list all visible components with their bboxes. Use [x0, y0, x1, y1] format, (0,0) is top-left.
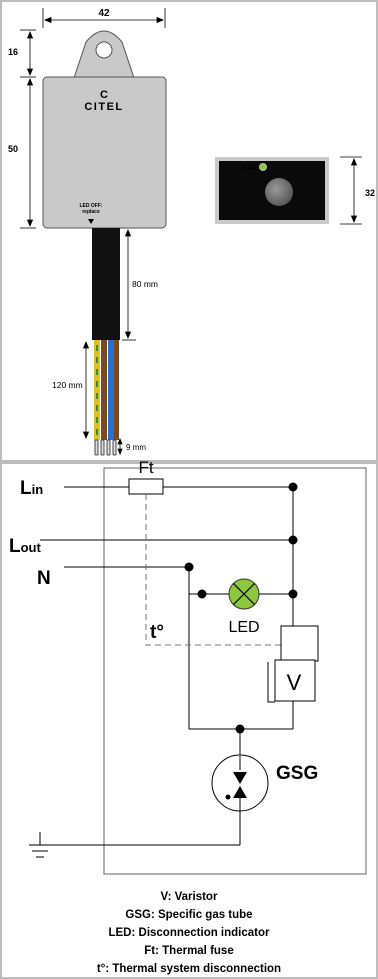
legend-item: V: Varistor — [160, 891, 218, 903]
tab-height-label: 16 — [8, 47, 18, 57]
body-height-label: 50 — [8, 144, 18, 154]
fuse-label: Ft — [138, 458, 153, 477]
label-l-in: Lin — [20, 478, 43, 499]
varistor — [267, 625, 319, 703]
cable-sheath — [92, 228, 120, 340]
led-note-line2: replace — [82, 209, 100, 215]
gas-tube — [211, 754, 269, 812]
label-l-out: Lout — [9, 536, 41, 557]
wire-length-dimension — [82, 340, 90, 440]
width-label: 42 — [98, 8, 110, 19]
side-height-label: 32 — [365, 188, 375, 198]
legend-item: LED: Disconnection indicator — [108, 927, 270, 939]
legend-item: t°: Thermal system disconnection — [96, 963, 282, 975]
side-view-led-label: LED — [244, 165, 257, 171]
strip-length-label: 9 mm — [126, 443, 146, 452]
tab-height-dimension — [20, 29, 36, 78]
width-dimension — [42, 8, 166, 28]
junction-dots — [184, 482, 298, 734]
varistor-label: V — [287, 670, 302, 695]
wires — [94, 340, 119, 440]
wire-length-label: 120 mm — [52, 380, 83, 390]
thermal-fuse — [128, 478, 164, 495]
side-height-dimension — [340, 156, 362, 225]
wire-strips — [94, 439, 117, 456]
cable-length-dimension — [122, 228, 136, 341]
led-note-arrow — [88, 219, 94, 224]
strip-length-dimension — [117, 437, 123, 456]
body-height-dimension — [20, 77, 36, 229]
led-lamp — [228, 578, 260, 610]
led-label: LED — [228, 619, 259, 636]
legend-item: Ft: Thermal fuse — [144, 945, 234, 957]
bottom-panel-frame — [0, 462, 378, 979]
legend: V: Varistor GSG: Specific gas tube LED: … — [0, 888, 378, 978]
cable-length-label: 80 mm — [132, 279, 158, 289]
schematic-enclosure — [103, 467, 367, 875]
side-view-button — [265, 178, 293, 206]
side-view-led — [259, 163, 267, 171]
thermal-label: t° — [150, 622, 164, 643]
legend-item: GSG: Specific gas tube — [125, 909, 253, 921]
top-panel-frame — [0, 0, 378, 462]
mounting-hole — [95, 41, 113, 59]
led-note-line1: LED OFF: — [79, 203, 102, 209]
thermal-link — [145, 494, 281, 646]
label-neutral: N — [37, 568, 51, 589]
gas-tube-label: GSG — [276, 763, 318, 784]
brand-mark: C — [100, 89, 108, 101]
brand-name: CITEL — [84, 101, 123, 113]
